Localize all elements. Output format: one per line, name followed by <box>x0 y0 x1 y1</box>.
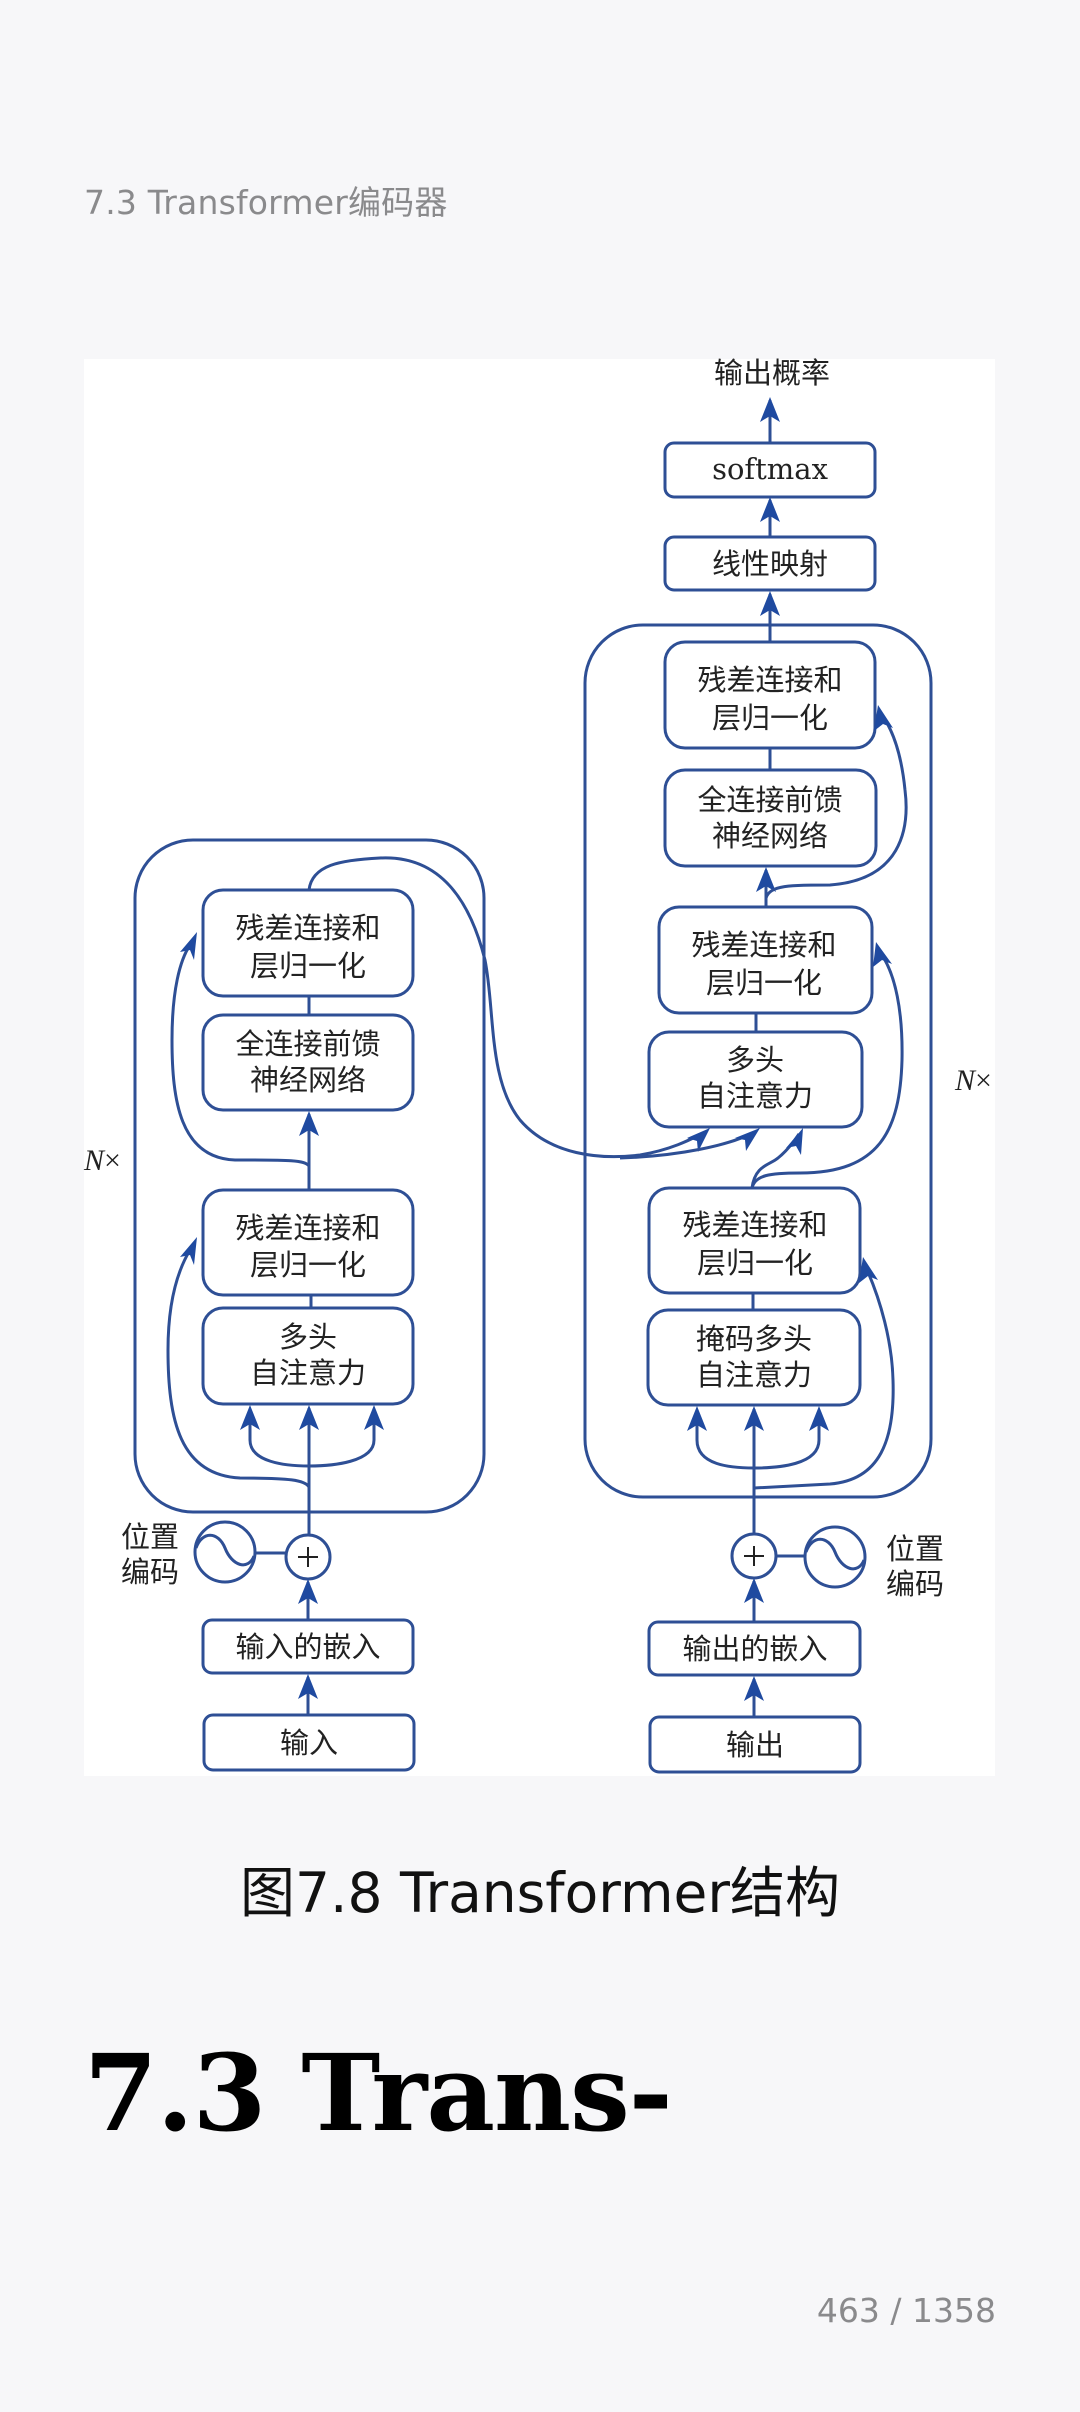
decoder-add-norm-bottom-line2: 层归一化 <box>697 1246 813 1280</box>
arrow-head <box>760 591 780 616</box>
output-box <box>648 1715 862 1774</box>
encoder: N× 残差连接和 层归一化 全连接前馈 神经网络 残差连接和 层归一化 多头 自… <box>83 838 760 1772</box>
decoder: 输出概率 softmax 线性映射 N× 残差连接和 层归一化 全连接前馈 神经… <box>583 356 992 1774</box>
arrow-head <box>744 1578 764 1603</box>
arrow-head <box>735 1128 760 1151</box>
encoder-to-decoder-path-1 <box>307 856 704 1159</box>
encoder-sine-wave-icon <box>193 1520 257 1584</box>
softmax-label: softmax <box>712 452 828 486</box>
encoder-repeat-label: N× <box>83 1144 121 1177</box>
arrow-head <box>859 1257 878 1283</box>
decoder-pos-enc-line2: 编码 <box>886 1567 944 1601</box>
arrow-head <box>298 1579 318 1604</box>
encoder-pos-enc-line1: 位置 <box>121 1520 179 1554</box>
decoder-masked-attention-line1: 掩码多头 <box>696 1322 812 1356</box>
arrow-head <box>786 1128 803 1155</box>
input-label: 输入 <box>280 1726 338 1760</box>
page-counter: 463 / 1358 <box>816 2291 996 2330</box>
plus-icon <box>298 1547 318 1567</box>
arrow-head <box>364 1405 384 1430</box>
output-label: 输出 <box>726 1728 784 1762</box>
decoder-cross-residual-path <box>750 954 904 1189</box>
sine-wave-icon <box>804 1537 866 1571</box>
arrow-head <box>760 397 780 422</box>
decoder-cross-attention-box <box>647 1030 864 1129</box>
decoder-qkv-split <box>695 1410 821 1470</box>
arrow-head <box>687 1406 707 1431</box>
encoder-pos-enc-line2: 编码 <box>121 1555 179 1589</box>
linear-projection-box <box>663 535 877 592</box>
encoder-ffn-line2: 神经网络 <box>250 1063 366 1097</box>
arrow-head <box>240 1405 260 1430</box>
decoder-add-norm-mid-box <box>657 905 874 1015</box>
decoder-add-norm-top-line1: 残差连接和 <box>697 663 842 697</box>
arrow-head <box>873 942 892 967</box>
linear-projection-label: 线性映射 <box>712 547 828 581</box>
decoder-pos-enc-line1: 位置 <box>886 1532 944 1566</box>
encoder-attention-line2: 自注意力 <box>250 1356 366 1390</box>
decoder-add-norm-mid-line1: 残差连接和 <box>691 928 836 962</box>
decoder-masked-residual-path <box>753 1271 895 1490</box>
encoder-add-norm-bottom-line1: 残差连接和 <box>235 1211 380 1245</box>
arrow-head <box>756 867 776 892</box>
arrow-head <box>180 1237 197 1265</box>
input-embedding-box <box>201 1618 415 1675</box>
decoder-add-norm-mid-line2: 层归一化 <box>706 966 822 1000</box>
arrow-head <box>687 1128 710 1152</box>
decoder-ffn-line1: 全连接前馈 <box>697 783 842 817</box>
encoder-ffn-residual-path <box>170 944 311 1168</box>
encoder-ffn-line1: 全连接前馈 <box>235 1027 380 1061</box>
decoder-ffn-residual-path <box>764 717 908 899</box>
decoder-layer-block <box>583 623 933 1499</box>
arrow-head <box>299 1111 319 1136</box>
input-box <box>202 1713 416 1772</box>
arrow-head <box>760 497 780 522</box>
arrow-head <box>180 932 197 960</box>
section-heading: 7.3 Trans- <box>84 2030 673 2155</box>
decoder-cross-attention-line1: 多头 <box>726 1043 784 1077</box>
sine-wave-icon <box>194 1533 256 1567</box>
decoder-add-norm-bottom-line1: 残差连接和 <box>682 1208 827 1242</box>
decoder-ffn-line2: 神经网络 <box>712 819 828 853</box>
encoder-attention-line1: 多头 <box>279 1320 337 1354</box>
encoder-add-norm-bottom-box <box>201 1188 415 1297</box>
decoder-cross-attention-line2: 自注意力 <box>697 1079 813 1113</box>
plus-icon <box>744 1546 764 1566</box>
running-header-title: 7.3 Transformer编码器 <box>84 183 448 222</box>
arrow-head <box>299 1405 319 1430</box>
arrow-head <box>298 1674 318 1699</box>
decoder-masked-attention-box <box>646 1308 862 1407</box>
encoder-add-norm-top-line2: 层归一化 <box>250 949 366 983</box>
figure-caption: 图7.8 Transformer结构 <box>240 1861 840 1925</box>
encoder-qkv-split <box>248 1410 376 1468</box>
arrow-head <box>874 705 893 731</box>
encoder-attention-box <box>201 1306 415 1406</box>
decoder-ffn-box <box>663 768 878 868</box>
encoder-add-norm-top-line1: 残差连接和 <box>235 911 380 945</box>
encoder-ffn-box <box>201 1013 415 1112</box>
output-probabilities-label: 输出概率 <box>714 356 830 390</box>
output-embedding-label: 输出的嵌入 <box>682 1632 827 1666</box>
output-embedding-box <box>647 1620 862 1677</box>
input-embedding-label: 输入的嵌入 <box>235 1630 380 1664</box>
decoder-repeat-label: N× <box>954 1064 992 1097</box>
arrow-head <box>809 1406 829 1431</box>
arrow-head <box>744 1676 764 1701</box>
decoder-sine-wave-icon <box>803 1525 867 1589</box>
encoder-attn-residual-path <box>166 1249 311 1488</box>
encoder-add-norm-bottom-line2: 层归一化 <box>250 1248 366 1282</box>
decoder-masked-attention-line2: 自注意力 <box>696 1358 812 1392</box>
decoder-add-norm-top-line2: 层归一化 <box>712 701 828 735</box>
arrow-head <box>744 1406 764 1431</box>
